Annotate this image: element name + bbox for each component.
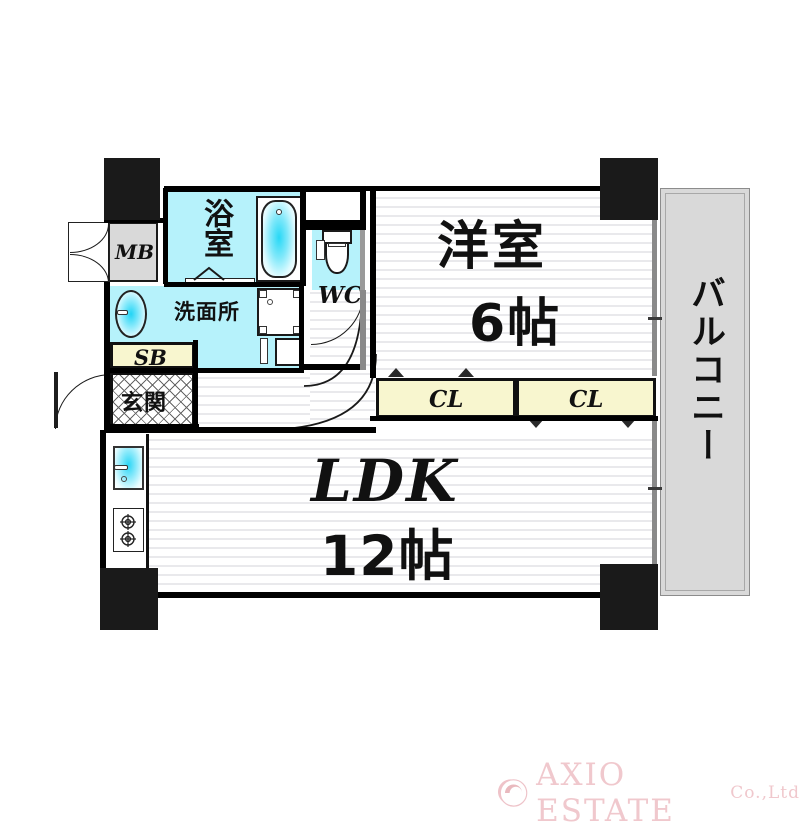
washer-pan-corner-tl — [259, 290, 267, 298]
wall-wc-bottom-stub — [300, 364, 366, 370]
floor-plan-canvas: バルコニー CL CL SB MB 玄関 浴室 洗面所 — [54, 158, 800, 829]
shoebox — [110, 342, 195, 369]
closet-door-marker-2 — [458, 368, 474, 377]
wall-mb-top — [104, 218, 164, 223]
meterbox-label: MB — [115, 240, 155, 264]
bathroom-door-fold-icon — [193, 266, 225, 281]
living-size-label: 12帖 — [320, 524, 455, 588]
wall-bottom — [100, 592, 656, 598]
living-name-label: LDK — [311, 447, 459, 515]
closet-door-marker-1 — [388, 368, 404, 377]
washer-pan — [257, 288, 303, 336]
entrance-door-leaf — [54, 372, 58, 428]
wall-hallway-bedroom — [370, 188, 376, 378]
washroom-pipe — [260, 338, 268, 364]
wall-right-living — [652, 418, 657, 598]
kitchen-faucet — [114, 465, 128, 470]
wall-left-lower — [100, 430, 106, 570]
wall-wc-right — [360, 188, 366, 230]
washroom-label: 洗面所 — [174, 300, 240, 324]
pillar-bottom-right — [600, 564, 658, 630]
toilet-side-panel — [316, 240, 325, 260]
pillar-top-left — [104, 158, 160, 220]
wall-wet-right — [300, 186, 306, 286]
closet-right-label: CL — [569, 386, 604, 413]
toilet-lever — [328, 243, 346, 247]
shoebox-label: SB — [134, 345, 167, 370]
toilet-door-leaf — [360, 228, 365, 292]
stove-burner-front — [120, 514, 136, 530]
kitchen-sink-drain — [121, 476, 127, 482]
logo-name-suffix: Co.,Ltd — [730, 783, 800, 803]
wall-hall-right-stub — [360, 290, 366, 370]
balcony-label: バルコニー — [685, 275, 725, 465]
balcony-area — [660, 188, 750, 596]
wall-wc-block-top — [300, 220, 366, 230]
meterbox-outer-frame — [68, 222, 110, 282]
stove-burner-back — [120, 531, 136, 547]
wall-entrance-right — [193, 340, 198, 430]
closet-door-marker-4 — [620, 419, 636, 428]
living-floor — [103, 432, 656, 597]
bedroom-size-label: 6帖 — [469, 294, 562, 354]
wall-bath-bottom — [164, 282, 304, 287]
wall-bath-left — [163, 188, 168, 284]
company-logo: AXIO ESTATE Co.,Ltd — [498, 757, 800, 829]
wall-right-bedroom — [652, 186, 657, 376]
wall-entrance-bottom — [104, 424, 199, 430]
pillar-top-right — [600, 158, 658, 220]
bathroom-door-chevron — [199, 268, 217, 278]
washer-pan-drain — [267, 299, 273, 305]
pillar-bottom-left — [100, 568, 158, 630]
bedroom-name-label: 洋室 — [437, 217, 548, 277]
hallway-door-arc — [303, 291, 363, 387]
washroom-cabinet — [275, 338, 303, 366]
closet-left-label: CL — [429, 386, 464, 413]
balcony-inner-line — [665, 193, 745, 591]
wall-top-bath — [164, 186, 366, 192]
wall-left-outer — [104, 282, 110, 432]
entrance-label: 玄関 — [121, 391, 168, 416]
bathroom-label: 浴室 — [198, 198, 233, 258]
wall-top-bedroom — [366, 186, 656, 191]
closet-left — [376, 378, 516, 418]
wall-washroom-right — [299, 286, 304, 372]
bedroom-floor — [375, 190, 656, 375]
logo-name-main: AXIO ESTATE — [536, 757, 675, 829]
closet-door-marker-3 — [528, 419, 544, 428]
wall-washroom-bottom — [108, 368, 304, 373]
bathtub-drain-icon — [276, 209, 282, 215]
swirl-logo-mark — [498, 779, 528, 807]
bedroom-window-mullion — [648, 317, 662, 320]
toilet-tank — [322, 230, 352, 244]
wash-basin-faucet — [117, 310, 128, 315]
wall-bedroom-living — [370, 416, 658, 421]
living-window-mullion — [648, 487, 662, 490]
wall-hallway-living — [104, 427, 376, 433]
washer-pan-corner-bl — [259, 326, 267, 334]
